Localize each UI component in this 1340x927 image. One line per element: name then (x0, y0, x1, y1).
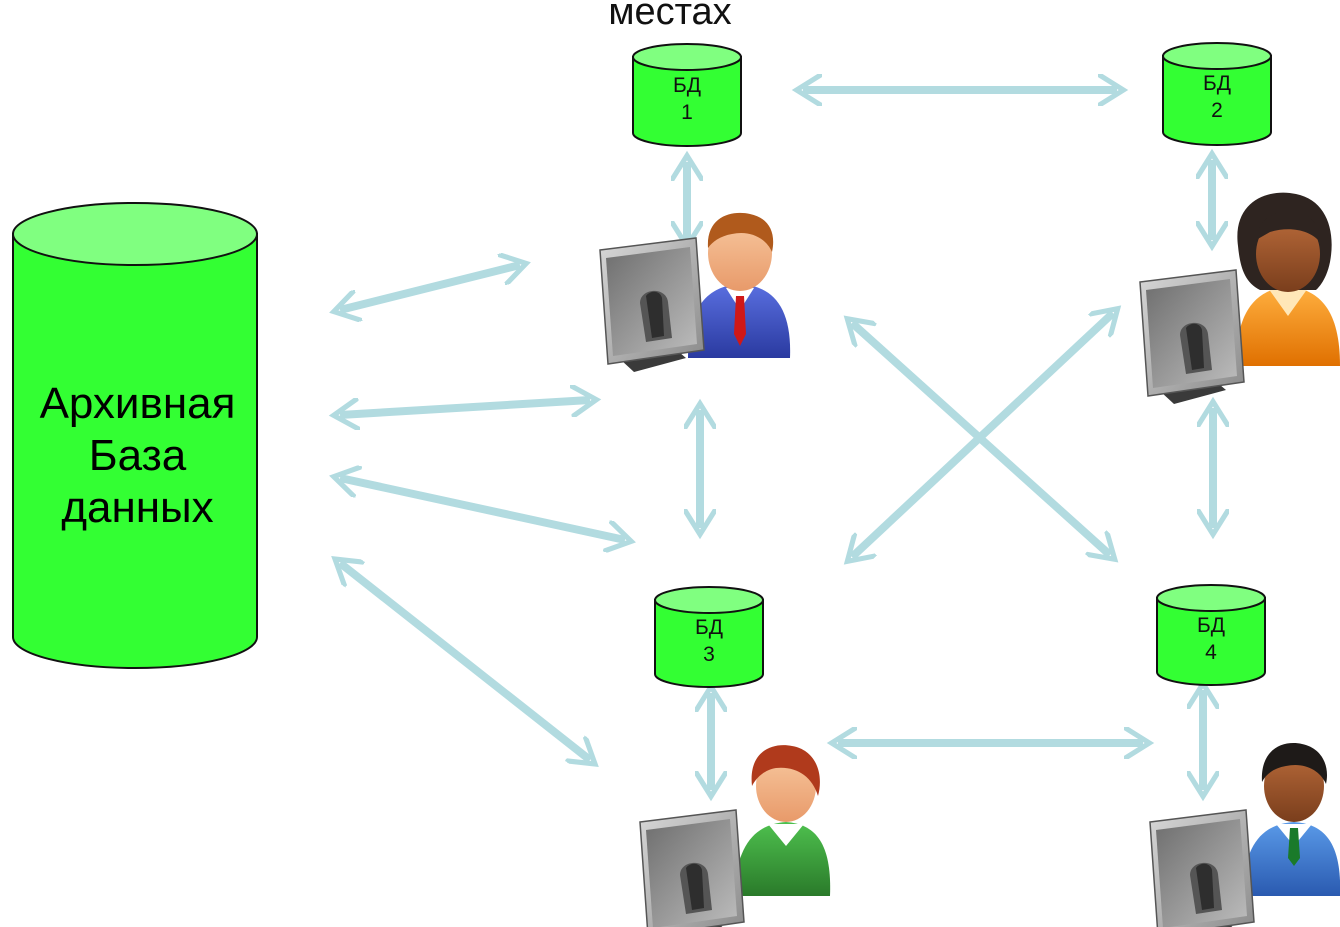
archive-label-line-2: База (88, 431, 187, 480)
db-number: 4 (1205, 641, 1217, 664)
arrows (340, 90, 1213, 790)
db-name: БД (694, 616, 723, 639)
db-cylinder-2 (1162, 42, 1272, 146)
db-name: БД (1202, 72, 1231, 95)
user-computer-icon (599, 212, 791, 373)
db-label-1: БД 1 (633, 72, 741, 126)
arrow-archive-user3b (340, 563, 590, 760)
db-name: БД (672, 74, 701, 97)
archive-label-line-3: данных (61, 483, 214, 532)
db-cylinder-3 (654, 586, 764, 688)
archive-label-line-1: Архивная (39, 379, 236, 428)
archive-database-cylinder (12, 202, 258, 669)
arrow-user2-user3 (852, 313, 1113, 557)
db-number: 2 (1211, 99, 1223, 122)
arrow-archive-user3 (340, 478, 625, 540)
db-name: БД (1196, 614, 1225, 637)
arrow-archive-user1 (340, 265, 520, 310)
db-label-3: БД 3 (655, 614, 763, 668)
diagram-caption: местах (608, 0, 732, 33)
db-number: 1 (681, 101, 693, 124)
db-cylinder-1 (632, 43, 742, 147)
db-label-4: БД 4 (1157, 612, 1265, 666)
archive-label: Архивная База данных (20, 378, 255, 534)
db-label-2: БД 2 (1163, 70, 1271, 124)
db-number: 3 (703, 643, 715, 666)
user-computer-icon (1139, 192, 1340, 405)
user-computer-icon (639, 745, 831, 927)
user-computer-icon (1149, 743, 1340, 927)
arrow-archive-user1b (340, 400, 590, 415)
db-cylinder-4 (1156, 584, 1266, 686)
